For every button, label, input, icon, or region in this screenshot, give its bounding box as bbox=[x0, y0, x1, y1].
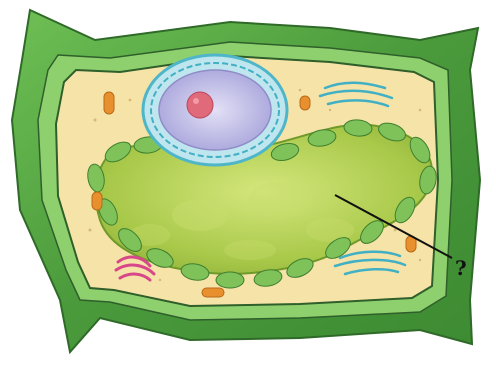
nucleus bbox=[143, 55, 287, 165]
question-mark-label: ? bbox=[455, 258, 467, 278]
nucleolus bbox=[187, 92, 213, 118]
